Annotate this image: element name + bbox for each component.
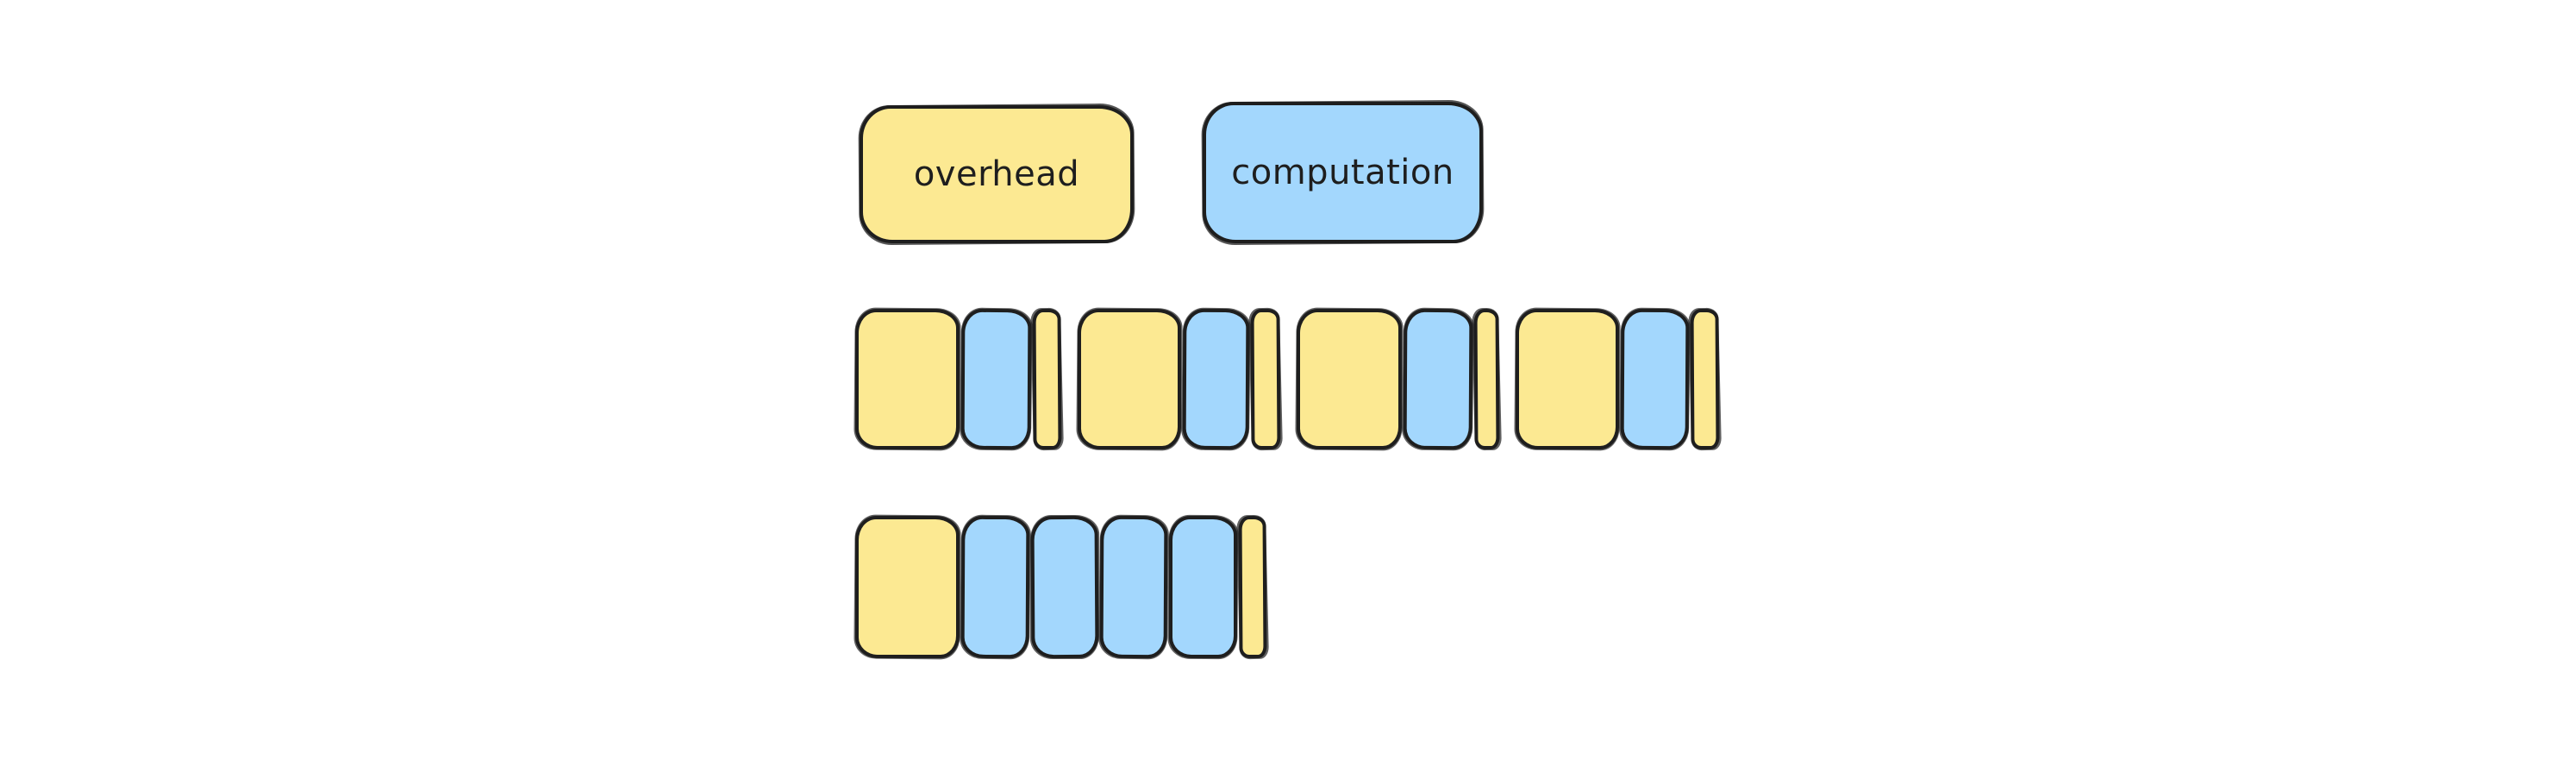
overhead-block bbox=[855, 516, 960, 658]
legend-computation-label: computation bbox=[1231, 153, 1454, 192]
computation-block bbox=[960, 515, 1030, 659]
overhead-strip bbox=[1032, 308, 1062, 450]
legend-computation-box: computation bbox=[1203, 102, 1483, 243]
block-group bbox=[855, 515, 1267, 659]
overhead-strip bbox=[1473, 308, 1500, 450]
computation-block bbox=[1182, 308, 1250, 450]
block-group bbox=[1078, 308, 1281, 450]
overhead-block bbox=[855, 309, 960, 449]
timeline-row-interleaved bbox=[855, 308, 1720, 450]
computation-block bbox=[1620, 308, 1690, 450]
block-group bbox=[855, 308, 1062, 450]
overhead-strip bbox=[1690, 308, 1720, 450]
overhead-block bbox=[1297, 309, 1402, 449]
timeline-row-batched bbox=[855, 515, 1267, 659]
overhead-strip bbox=[1238, 515, 1267, 659]
computation-block bbox=[1403, 308, 1473, 450]
legend-overhead-box: overhead bbox=[860, 105, 1134, 243]
overhead-block bbox=[1078, 309, 1181, 449]
block-group bbox=[1297, 308, 1500, 450]
computation-block bbox=[1030, 515, 1099, 659]
legend-overhead-label: overhead bbox=[913, 154, 1080, 194]
computation-block bbox=[1099, 515, 1168, 659]
computation-block bbox=[960, 308, 1032, 450]
overhead-block bbox=[1516, 309, 1619, 449]
overhead-strip bbox=[1250, 308, 1281, 450]
computation-block bbox=[1169, 516, 1237, 658]
block-group bbox=[1516, 308, 1720, 450]
